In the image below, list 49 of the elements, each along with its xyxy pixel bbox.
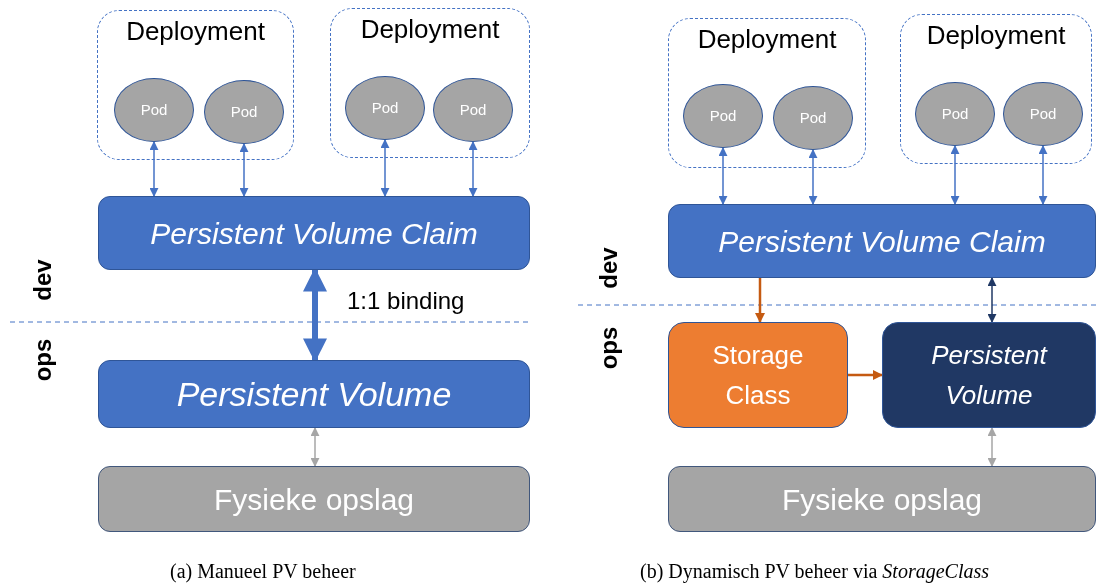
volume-box xyxy=(98,360,530,428)
figure-caption: (a) Manueel PV beheer xyxy=(170,559,356,585)
node-text: Deployment xyxy=(697,23,837,56)
arrow xyxy=(848,370,883,380)
node-text: Pod xyxy=(371,97,399,118)
deployment-box xyxy=(668,18,866,168)
figure-caption: (b) Dynamisch PV beheer via StorageClass xyxy=(640,559,990,585)
node-text: Pod xyxy=(1029,103,1057,124)
arrow xyxy=(149,141,159,197)
node-text: Pod xyxy=(230,101,258,122)
arrow xyxy=(755,278,765,323)
arrow xyxy=(987,427,997,467)
storage-class-box xyxy=(668,322,848,428)
node-text: Deployment xyxy=(126,15,265,48)
node-text: Fysieke opslag xyxy=(781,481,983,518)
storage-box xyxy=(98,466,530,532)
storage-box xyxy=(668,466,1096,532)
claim-box xyxy=(668,204,1096,278)
deployment-box xyxy=(97,10,294,160)
arrow xyxy=(808,149,818,205)
node-text: Persistent Volume xyxy=(176,373,452,415)
lane-label: ops xyxy=(594,326,624,370)
arrow xyxy=(310,427,320,467)
node-text: Deployment xyxy=(360,13,500,46)
volume-box xyxy=(882,322,1096,428)
node-text: Pod xyxy=(941,103,969,124)
arrow xyxy=(468,141,478,197)
node-text: Persistent Volume xyxy=(930,338,1049,412)
arrow xyxy=(380,139,390,197)
node-text: Deployment xyxy=(926,19,1066,52)
node-text: Fysieke opslag xyxy=(213,481,415,518)
arrow xyxy=(950,145,960,205)
arrow xyxy=(718,147,728,205)
arrow xyxy=(239,143,249,197)
claim-box xyxy=(98,196,530,270)
deployment-box xyxy=(900,14,1092,164)
lane-label: dev xyxy=(593,247,623,289)
lane-label: dev xyxy=(27,259,57,301)
node-text: Persistent Volume Claim xyxy=(150,215,478,252)
deployment-box xyxy=(330,8,530,158)
node-text: Pod xyxy=(459,99,487,120)
arrow xyxy=(987,277,997,323)
node-text: Pod xyxy=(140,99,168,120)
arrow xyxy=(1038,145,1048,205)
node-text: Pod xyxy=(799,107,827,128)
node-text: Storage Class xyxy=(711,338,805,412)
node-text: Persistent Volume Claim xyxy=(718,223,1046,260)
node-text: Pod xyxy=(709,105,737,126)
lane-label: ops xyxy=(28,338,58,382)
